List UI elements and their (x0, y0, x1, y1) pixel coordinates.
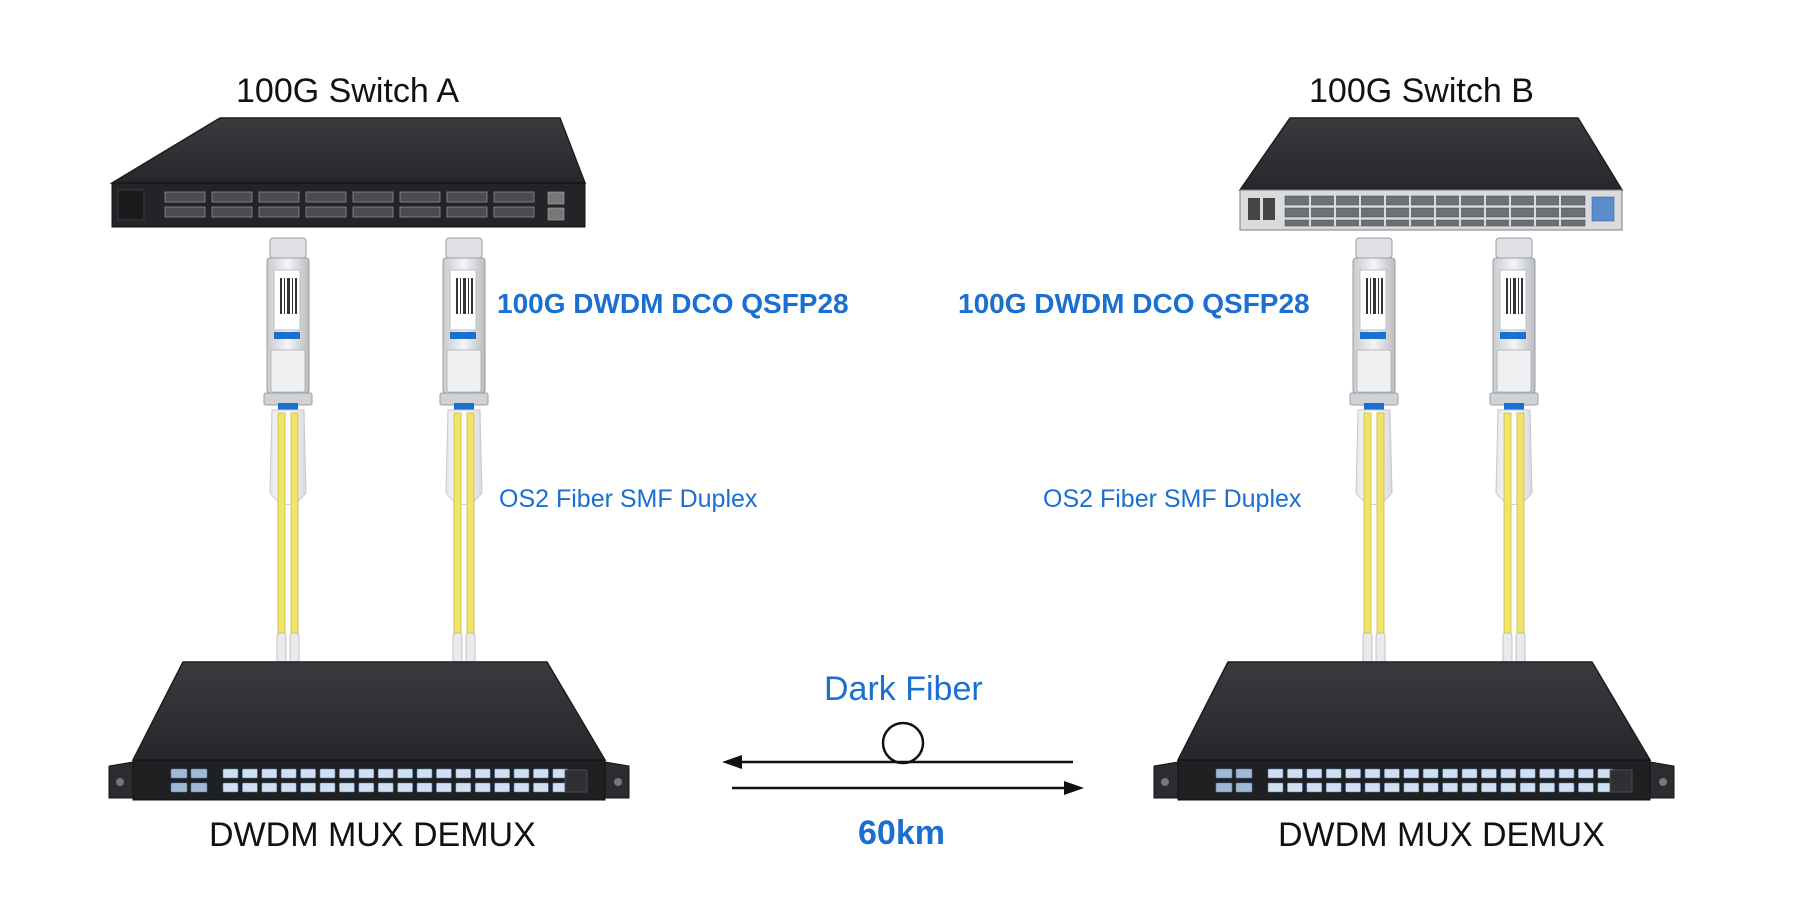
fiber-a-label: OS2 Fiber SMF Duplex (499, 485, 758, 513)
transceiver-a-label: 100G DWDM DCO QSFP28 (497, 288, 849, 319)
transceiver-b2 (1489, 237, 1539, 710)
transceiver-b1 (1349, 237, 1399, 710)
mux-demux-b-device (1153, 661, 1675, 801)
dark-fiber-link (722, 721, 1084, 795)
dark-fiber-label: Dark Fiber (824, 670, 983, 708)
transceiver-b-label: 100G DWDM DCO QSFP28 (958, 288, 1310, 319)
switch-a-label: 100G Switch A (236, 72, 460, 110)
fiber-b-label: OS2 Fiber SMF Duplex (1043, 485, 1302, 513)
switch-a-device (109, 117, 587, 228)
switch-b-label: 100G Switch B (1309, 72, 1534, 110)
mux-demux-b-label: DWDM MUX DEMUX (1278, 816, 1605, 854)
transceiver-a1 (263, 237, 313, 710)
distance-label: 60km (858, 814, 945, 852)
mux-demux-a-device (108, 661, 630, 801)
transceiver-a2 (439, 237, 489, 710)
mux-demux-a-label: DWDM MUX DEMUX (209, 816, 536, 854)
arrow-left-icon (722, 755, 742, 769)
fiber-coil-icon (881, 721, 925, 765)
arrow-right-icon (1064, 781, 1084, 795)
switch-b-device (1238, 117, 1624, 231)
